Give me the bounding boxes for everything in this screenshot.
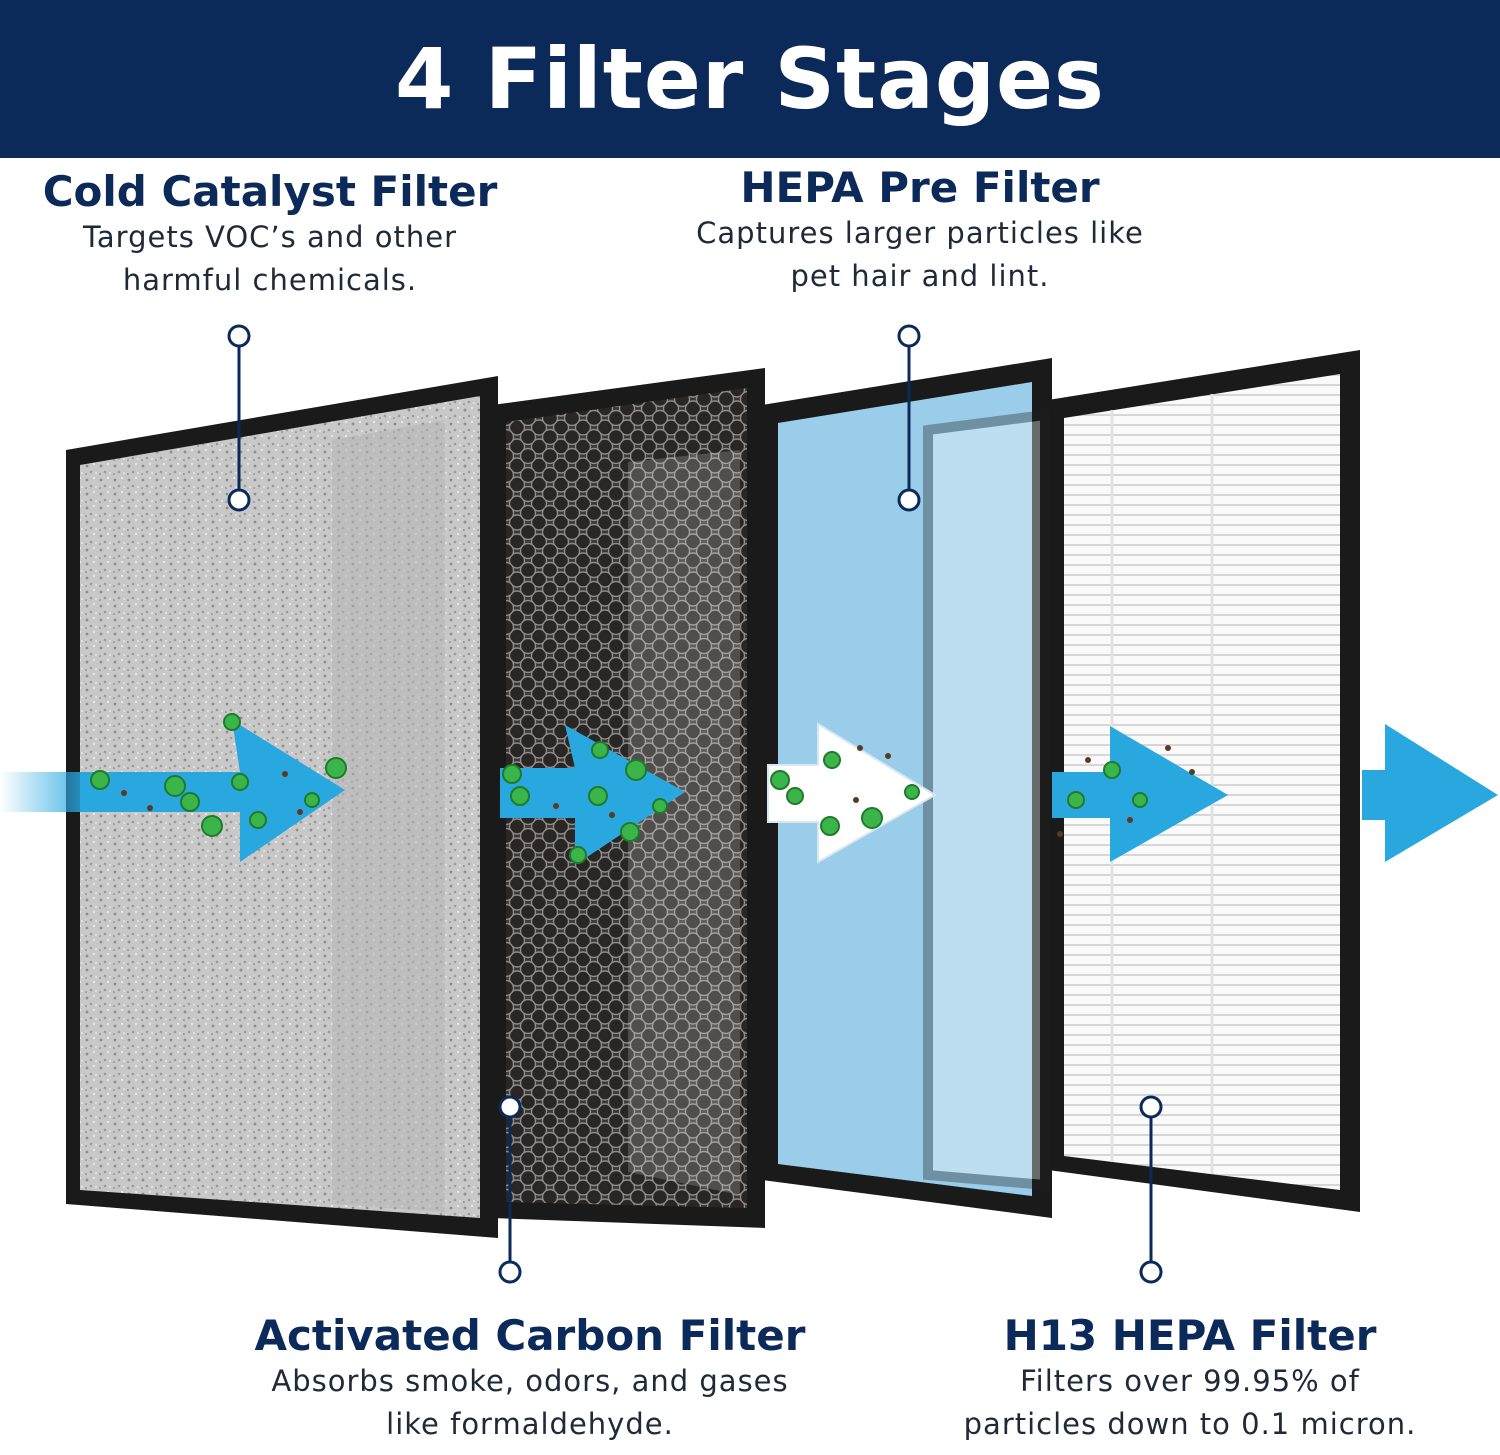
callout-hepa-pre — [897, 324, 921, 512]
callout-activated-carbon — [498, 1095, 522, 1284]
filter-description-line: Absorbs smoke, odors, and gases — [271, 1364, 789, 1398]
filter-title: Activated Carbon Filter — [254, 1311, 806, 1360]
callout-h13-hepa — [1139, 1095, 1163, 1284]
label-h13-hepa-filter: H13 HEPA Filter Filters over 99.95% of p… — [920, 1312, 1460, 1446]
fine-dust-particles — [121, 745, 1195, 837]
filter-title: H13 HEPA Filter — [1003, 1311, 1377, 1360]
page-title: 4 Filter Stages — [395, 30, 1105, 128]
filter-title: HEPA Pre Filter — [740, 163, 1100, 212]
header-banner: 4 Filter Stages — [0, 0, 1500, 158]
filter-description-line: like formaldehyde. — [386, 1407, 674, 1441]
label-activated-carbon-filter: Activated Carbon Filter Absorbs smoke, o… — [220, 1312, 840, 1446]
callout-cold-catalyst — [227, 324, 251, 512]
activated-carbon-filter-panel — [492, 368, 765, 1228]
filter-description-line: Targets VOC’s and other — [82, 220, 458, 254]
filter-title: Cold Catalyst Filter — [42, 167, 498, 216]
filter-description-line: Captures larger particles like — [696, 216, 1144, 250]
pollutant-particles — [90, 713, 1148, 864]
filter-description-line: particles down to 0.1 micron. — [963, 1407, 1417, 1441]
label-hepa-pre-filter: HEPA Pre Filter Captures larger particle… — [660, 164, 1180, 298]
filter-description-line: harmful chemicals. — [122, 263, 418, 297]
filter-description-line: pet hair and lint. — [790, 259, 1050, 293]
filter-description-line: Filters over 99.95% of — [1020, 1364, 1360, 1398]
label-cold-catalyst-filter: Cold Catalyst Filter Targets VOC’s and o… — [30, 168, 510, 302]
